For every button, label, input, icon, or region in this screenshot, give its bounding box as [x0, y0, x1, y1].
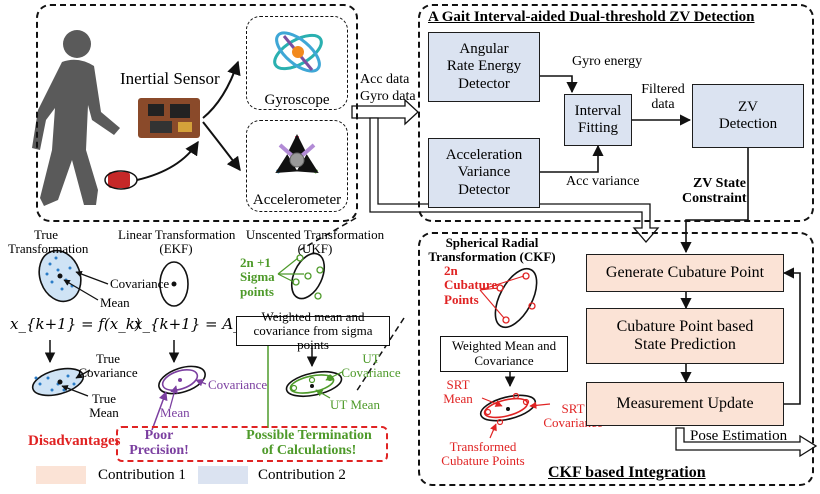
foot-sensor-icon [108, 172, 130, 188]
true-covariance-label: Covariance [110, 276, 170, 291]
gyro-energy-label: Gyro energy [572, 54, 643, 69]
true-equation: x_{k+1} = f(x_k) [10, 315, 141, 333]
acc-variance-label: Acc variance [566, 174, 640, 189]
pose-estimation-label: Pose Estimation [690, 428, 788, 444]
walking-person-icon [32, 30, 120, 206]
inertial-sensor-label: Inertial Sensor [120, 69, 220, 88]
ekf-covariance-label: Covariance [208, 377, 268, 392]
ckf-spherical-plot [479, 267, 551, 439]
acc-data-label: Acc data [360, 72, 410, 87]
legend-label-contribution2: Contribution 2 [258, 467, 346, 483]
zv-detection-frame [418, 4, 814, 222]
unscented-transformation-plot [263, 252, 343, 428]
legend-swatch-contribution1 [36, 466, 86, 484]
disadvantages-frame [116, 426, 388, 462]
true-transformation-plot [31, 249, 109, 397]
disadvantages-label: Disadvantages [28, 433, 121, 449]
gyroscope-label: Gyroscope [264, 92, 330, 108]
ekf-mean-label: Mean [160, 405, 190, 420]
legend-label-contribution1: Contribution 1 [98, 467, 186, 483]
ut-mean-label: UT Mean [330, 397, 380, 412]
generate-cubature-point-block: Generate Cubature Point [586, 254, 784, 292]
gyroscope-frame [246, 16, 348, 110]
gyro-data-label: Gyro data [360, 89, 416, 104]
measurement-update-block: Measurement Update [586, 382, 784, 426]
accelerometer-frame [246, 120, 348, 212]
sensor-group-frame [36, 4, 358, 222]
zv-detection-title: A Gait Interval-aided Dual-threshold ZV … [428, 9, 755, 25]
ckf-integration-title: CKF based Integration [548, 464, 706, 481]
ckf-integration-frame [418, 232, 814, 486]
linear-transformation-plot [151, 261, 207, 431]
accelerometer-label: Accelerometer [252, 192, 342, 208]
linear-transformation-title: Linear Transformation(EKF) [118, 227, 236, 257]
true-mean-label: Mean [100, 295, 130, 310]
gyroscope-icon [273, 31, 323, 73]
accelerometer-icon [275, 134, 319, 174]
circuit-board-icon [138, 98, 200, 138]
legend-swatch-contribution2 [198, 466, 248, 484]
unscented-transformation-title: Unscented Transformation(UKF) [245, 227, 385, 257]
